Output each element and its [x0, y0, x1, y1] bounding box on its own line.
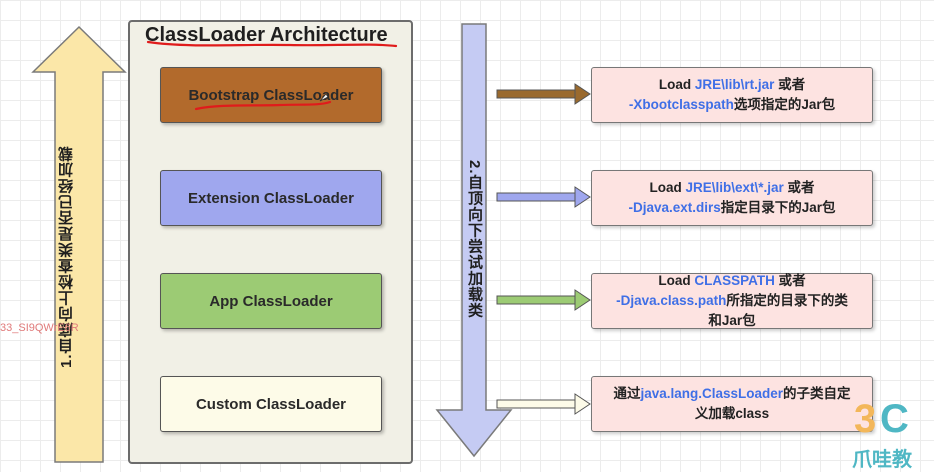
- desc-4-class: java.lang.ClassLoader: [640, 386, 784, 401]
- desc-4-text: 通过: [613, 386, 641, 401]
- svg-text:3: 3: [854, 397, 876, 441]
- connector-arrow-3: [496, 289, 591, 311]
- down-arrow: [435, 23, 513, 458]
- extension-classloader-label: Extension ClassLoader: [188, 189, 354, 207]
- desc-3-text-end: 或者: [774, 273, 806, 288]
- extension-description: Load JRE\lib\ext\*.jar 或者 -Djava.ext.dir…: [591, 170, 873, 226]
- desc-2-text: Load: [649, 180, 686, 195]
- svg-text:爪哇教: 爪哇教: [852, 447, 913, 471]
- extension-classloader-box[interactable]: Extension ClassLoader: [160, 170, 382, 226]
- custom-description: 通过java.lang.ClassLoader的子类自定 义加载class: [591, 376, 873, 432]
- desc-1-text: Load: [658, 77, 695, 92]
- up-arrow: [31, 25, 127, 463]
- brand-logo: 3 C 爪哇教: [852, 397, 913, 471]
- panel-title: ClassLoader Architecture: [145, 24, 388, 46]
- bootstrap-classloader-box[interactable]: Bootstrap ClassLoader: [160, 67, 382, 123]
- desc-4-line-1: 通过java.lang.ClassLoader的子类自定: [613, 384, 850, 404]
- desc-2-text-end: 或者: [783, 180, 815, 195]
- desc-3-line-2: -Djava.class.path所指定的目录下的类: [616, 291, 848, 311]
- desc-2-line-1: Load JRE\lib\ext\*.jar 或者: [649, 178, 814, 198]
- desc-3-line-1: Load CLASSPATH 或者: [658, 271, 805, 291]
- desc-3-text: Load: [658, 273, 695, 288]
- desc-2-option: -Djava.ext.dirs: [628, 200, 721, 215]
- desc-2-option-text: 指定目录下的Jar包: [720, 200, 836, 215]
- desc-1-line-2: -Xbootclasspath选项指定的Jar包: [629, 95, 835, 115]
- desc-1-line-1: Load JRE\lib\rt.jar 或者: [659, 75, 805, 95]
- bootstrap-description: Load JRE\lib\rt.jar 或者 -Xbootclasspath选项…: [591, 67, 873, 123]
- connector-arrow-4: [496, 393, 591, 415]
- down-arrow-label: 2.自顶向下尝试加载类: [466, 160, 483, 319]
- connector-arrow-1: [496, 83, 591, 105]
- watermark-text: 33_SI9QWrE6R: [0, 322, 79, 334]
- app-classloader-box[interactable]: App ClassLoader: [160, 273, 382, 329]
- app-classloader-label: App ClassLoader: [209, 292, 333, 310]
- bootstrap-classloader-label: Bootstrap ClassLoader: [188, 86, 354, 104]
- desc-2-line-2: -Djava.ext.dirs指定目录下的Jar包: [628, 198, 835, 218]
- svg-text:C: C: [880, 397, 909, 441]
- desc-3-path: CLASSPATH: [694, 273, 775, 288]
- custom-classloader-box[interactable]: Custom ClassLoader: [160, 376, 382, 432]
- desc-4-line-2: 义加载class: [694, 406, 770, 421]
- custom-classloader-label: Custom ClassLoader: [195, 395, 347, 413]
- desc-4-text-end: 的子类自定: [783, 386, 851, 401]
- desc-3-option: -Djava.class.path: [616, 293, 727, 308]
- desc-1-path: JRE\lib\rt.jar: [694, 77, 775, 92]
- desc-1-option: -Xbootclasspath: [628, 97, 734, 112]
- desc-1-option-text: 选项指定的Jar包: [733, 97, 836, 112]
- connector-arrow-2: [496, 186, 591, 208]
- desc-3-line-3: 和Jar包: [708, 313, 756, 328]
- desc-1-text-end: 或者: [774, 77, 806, 92]
- desc-2-path: JRE\lib\ext\*.jar: [685, 180, 784, 195]
- desc-3-option-text: 所指定的目录下的类: [726, 293, 848, 308]
- app-description: Load CLASSPATH 或者 -Djava.class.path所指定的目…: [591, 273, 873, 329]
